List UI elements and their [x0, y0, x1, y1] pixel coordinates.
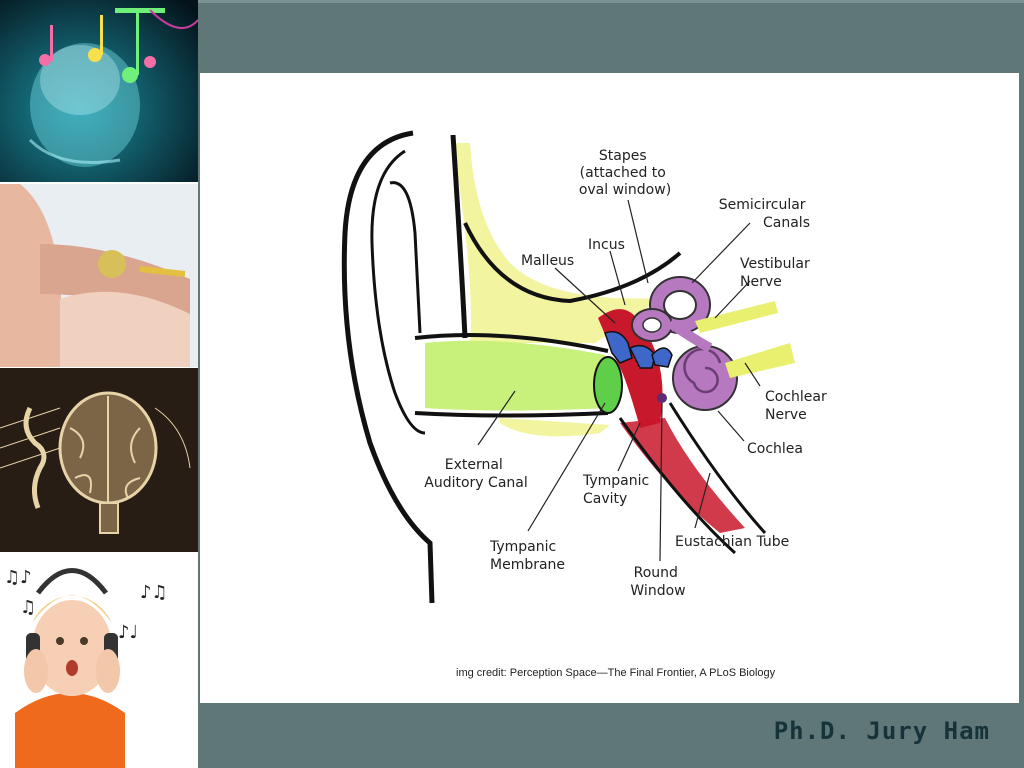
vestibule [667, 318, 713, 353]
cochlea-label: Cochlea [747, 441, 803, 457]
head-contour-upper [450, 134, 468, 339]
music-head-image [0, 0, 198, 182]
upper-outline [463, 222, 682, 304]
image-credit: img credit: Perception Space—The Final F… [456, 667, 776, 679]
slide-footer-bar: Ph.D. Jury Ham [198, 703, 1024, 768]
slide-header-bar [198, 0, 1024, 72]
incus-bone [628, 344, 656, 369]
tympanic-membrane-shape [593, 356, 623, 414]
semicircular-canals-label: Semicircular Canals [719, 197, 810, 231]
tympanic-cavity-label: Tympanic Cavity [582, 473, 654, 507]
round-window-label: Round Window [630, 565, 685, 599]
semicircular-canal-2-hole [642, 317, 662, 333]
vestibular-nerve-shape [695, 301, 778, 333]
external-auditory-canal-label: External Auditory Canal [424, 457, 527, 491]
svg-text:♫♪: ♫♪ [4, 567, 32, 588]
inner-ear-image [0, 184, 198, 367]
tympanic-membrane-label: Tympanic Membrane [489, 539, 565, 573]
eustachian-tube-label: Eustachian Tube [675, 534, 789, 550]
svg-text:♫: ♫ [20, 597, 36, 618]
sidebar-thumbnails: ♫♪ ♫ ♪♫ ♪♩ [0, 0, 198, 768]
cochlea-shape [672, 345, 738, 411]
malleus-bone [604, 331, 633, 364]
malleus-label: Malleus [521, 253, 574, 269]
antihelix [389, 181, 422, 334]
round-window-shape [657, 393, 667, 403]
label-leader-lines [477, 199, 761, 562]
stapes-bone [651, 347, 673, 368]
svg-text:♪♩: ♪♩ [118, 622, 138, 643]
eustachian-tube-shape [620, 418, 745, 533]
semicircular-canal-1-hole [663, 290, 697, 320]
pinna-outline [341, 130, 435, 604]
ear-canal-fill [425, 340, 610, 411]
stapes-label: Stapes (attached to oval window) [579, 148, 671, 198]
incus-label: Incus [588, 237, 625, 253]
ear-diagram-panel: Stapes (attached to oval window) Semicir… [200, 73, 1019, 703]
canal-lower-wall [414, 411, 609, 418]
cochlear-nerve-shape [725, 343, 795, 378]
temporal-bone-lower [500, 418, 610, 437]
child-headphones-image: ♫♪ ♫ ♪♫ ♪♩ [0, 553, 198, 768]
temporal-bone-upper [453, 143, 660, 343]
eustachian-outline-2 [668, 402, 767, 535]
author-name: Ph.D. Jury Ham [773, 717, 990, 745]
pinna-inner-fold [370, 149, 426, 435]
svg-text:♪♫: ♪♫ [140, 582, 168, 603]
canal-upper-wall [414, 332, 609, 353]
cochlear-nerve-label: Cochlear Nerve [765, 389, 831, 423]
brain-music-image [0, 368, 198, 552]
vestibular-nerve-label: Vestibular Nerve [740, 256, 814, 290]
ear-anatomy-diagram: Stapes (attached to oval window) Semicir… [341, 130, 831, 604]
eustachian-outline-1 [618, 417, 737, 555]
